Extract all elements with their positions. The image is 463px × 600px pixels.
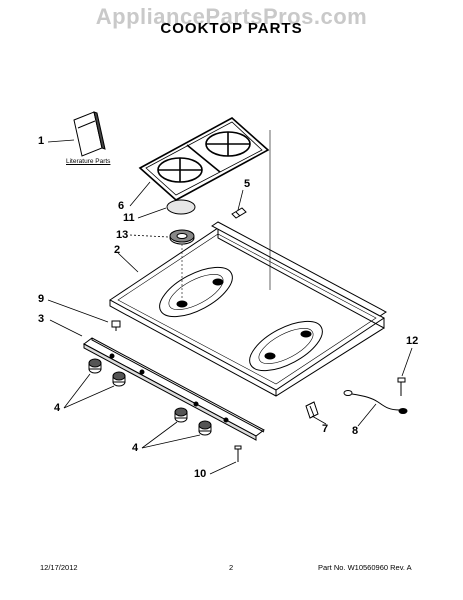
manifold-panel (83, 337, 265, 441)
callout-4: 4 (132, 442, 139, 454)
cooktop-panel (109, 130, 387, 397)
burner-grate (138, 117, 270, 201)
page-title: COOKTOP PARTS (160, 20, 303, 37)
callout-5: 5 (244, 178, 251, 190)
control-knob (112, 371, 126, 387)
watermark: AppliancePartsPros.com (95, 4, 368, 29)
literature-parts-booklet (73, 111, 106, 157)
footer-page-number: 2 (229, 563, 234, 572)
burner-cap (166, 199, 196, 215)
footer-part-number: Part No. W10560960 Rev. A (318, 563, 412, 572)
callout-8: 8 (352, 425, 359, 437)
callout-6: 6 (118, 200, 125, 212)
callout-10: 10 (194, 468, 207, 480)
burner-base (169, 229, 195, 245)
literature-parts-label: Literature Parts (66, 158, 111, 165)
callout-11: 11 (123, 212, 135, 224)
leader-lines (47, 139, 413, 475)
screw (234, 445, 242, 462)
callout-3: 3 (38, 313, 45, 325)
callout-2: 2 (114, 244, 121, 256)
callout-4: 4 (54, 402, 61, 414)
callout-13: 13 (116, 229, 129, 241)
footer-date: 12/17/2012 (40, 563, 78, 572)
bumper (111, 320, 121, 331)
callout-1: 1 (38, 135, 45, 147)
callout-9: 9 (38, 293, 45, 305)
control-knob (174, 407, 188, 423)
control-knob (88, 358, 102, 374)
bracket (305, 401, 319, 419)
control-knob (198, 420, 212, 436)
screw (231, 207, 247, 219)
callout-7: 7 (322, 423, 329, 435)
callout-12: 12 (406, 335, 419, 347)
ignitor-wire (343, 390, 408, 414)
screw (397, 377, 406, 396)
